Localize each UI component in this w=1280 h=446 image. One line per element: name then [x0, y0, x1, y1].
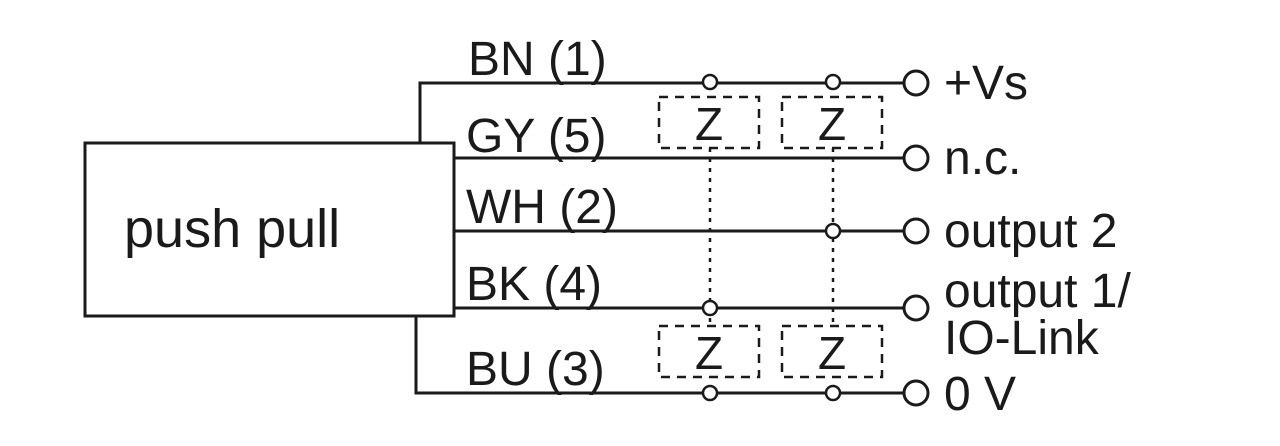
device-label: push pull [124, 199, 340, 259]
device-box [83, 141, 456, 318]
wire-label-bk: BK (4) [466, 258, 602, 311]
wire-bu [414, 316, 903, 395]
junction-node-bn-right [824, 73, 842, 91]
terminal-output-1 [902, 294, 930, 322]
load-box-top-right [780, 95, 884, 150]
terminal-label-io-link: IO-Link [944, 312, 1100, 365]
load-symbol-bottom-left: Z [695, 327, 723, 379]
load-symbol-top-right: Z [818, 98, 846, 150]
wire-label-wh: WH (2) [466, 181, 618, 234]
terminal-0v [902, 379, 930, 407]
wire-label-bn: BN (1) [468, 33, 607, 86]
junction-node-bn-left [701, 73, 719, 91]
junction-node-bu-right [824, 384, 842, 402]
terminal-label-output-2: output 2 [944, 205, 1117, 258]
terminal-vs [902, 69, 930, 97]
junction-node-wh-right [824, 222, 842, 240]
terminal-label-output-1: output 1/ [944, 265, 1131, 318]
wire-label-bu: BU (3) [466, 343, 605, 396]
terminal-label-vs: +Vs [944, 57, 1028, 110]
wire-bn [418, 81, 903, 143]
load-symbol-bottom-right: Z [818, 327, 846, 379]
load-symbol-top-left: Z [695, 98, 723, 150]
load-box-bottom-right [780, 324, 884, 379]
junction-node-bk-left [701, 299, 719, 317]
terminal-label-nc: n.c. [944, 132, 1021, 185]
load-box-top-left [657, 95, 761, 150]
terminal-label-0v: 0 V [944, 368, 1016, 421]
terminal-nc [902, 144, 930, 172]
terminal-output-2 [902, 217, 930, 245]
wire-label-gy: GY (5) [466, 110, 606, 163]
junction-node-bu-left [701, 384, 719, 402]
load-box-bottom-left [657, 324, 761, 379]
